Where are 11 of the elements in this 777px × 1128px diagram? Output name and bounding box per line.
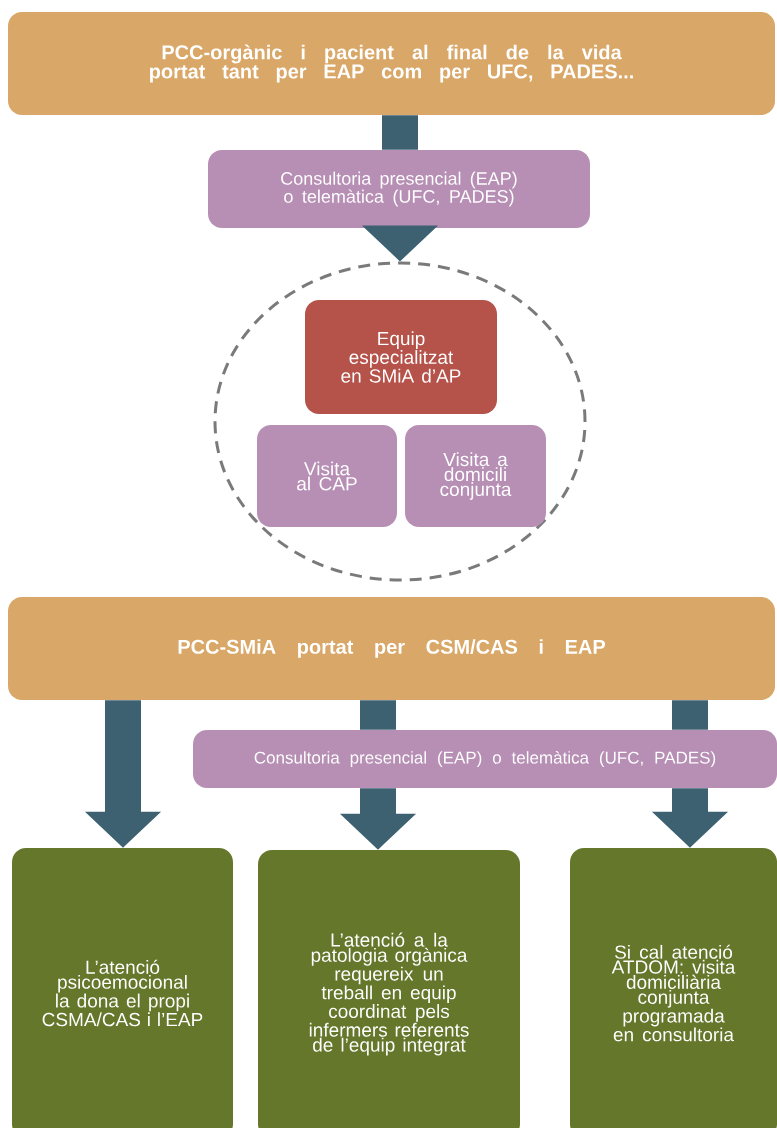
- visit-box: Visita al CAP: [257, 425, 397, 527]
- dashed-circle: [213, 261, 587, 582]
- outcome-box: L’atenció a la patologia orgànica requereix un treball en equip coordinat pels infermers referents de l’equip integrat: [258, 850, 520, 1128]
- visit-box: Visita a domicili conjunta: [405, 425, 546, 527]
- consultation-box: Consultoria presencial (EAP) o telemàtica (UFC, PADES): [193, 730, 777, 788]
- outcome-box: Si cal atenció ATDOM: visita domiciliària conjunta programada en consultoria: [570, 848, 777, 1128]
- banner-box: PCC-SMiA portat per CSM/CAS i EAP: [8, 597, 775, 700]
- consultation-box: Consultoria presencial (EAP) o telemàtica (UFC, PADES): [208, 150, 590, 228]
- outcome-box: L’atenció psicoemocional la dona el propi CSMA/CAS i l’EAP: [12, 848, 233, 1128]
- team-box: Equip especialitzat en SMiA d’AP: [305, 300, 497, 414]
- banner-box: PCC-orgànic i pacient al final de la vida portat tant per EAP com per UFC, PADES...: [8, 12, 775, 115]
